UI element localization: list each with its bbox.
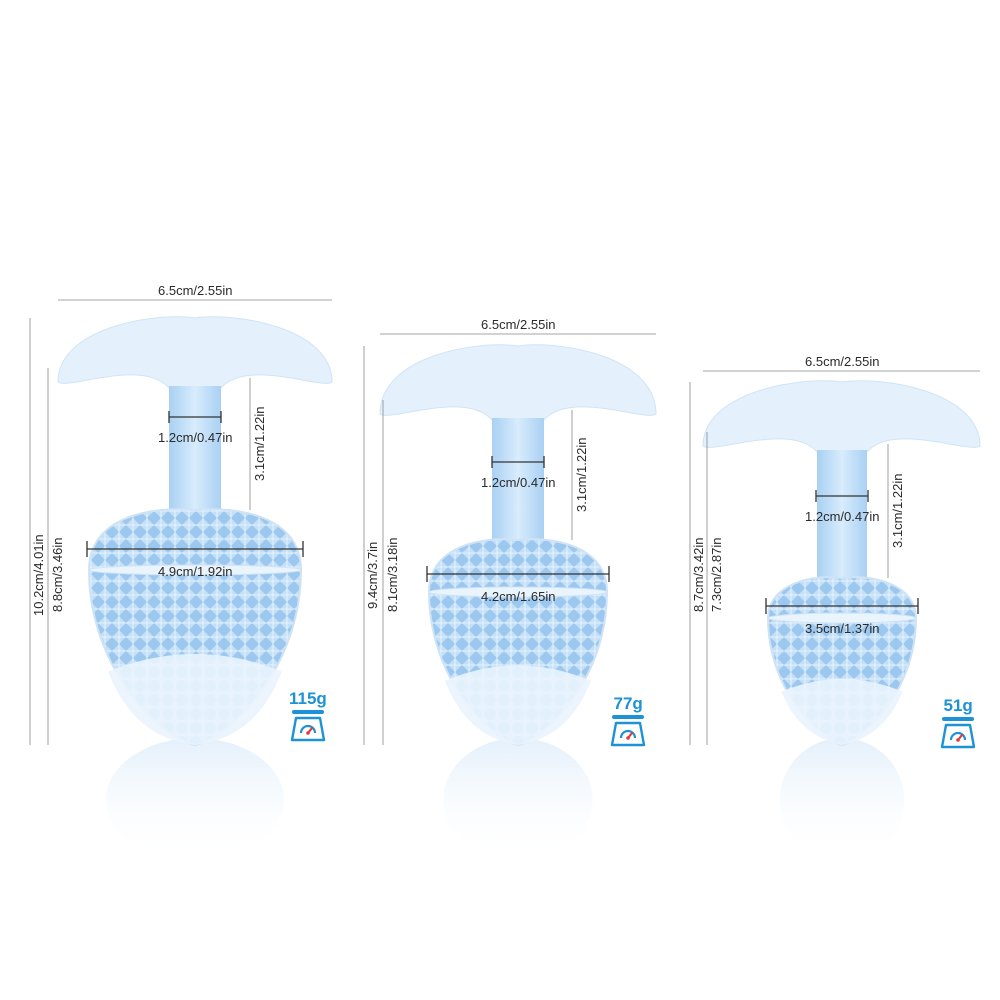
- product-small: [702, 380, 981, 862]
- clear-tip: [781, 678, 903, 745]
- total-length-label: 9.4cm/3.7in: [365, 541, 380, 609]
- neck-length-label: 3.1cm/1.22in: [890, 473, 905, 548]
- weight-label: 51g: [943, 696, 973, 715]
- insertable-length-label: 8.8cm/3.46in: [50, 537, 65, 612]
- insertable-length-label: 7.3cm/2.87in: [709, 537, 724, 612]
- neck-width-label: 1.2cm/0.47in: [158, 430, 233, 445]
- waist-ring: [428, 586, 608, 598]
- scale-icon: [610, 715, 646, 747]
- product-medium: [379, 344, 657, 862]
- reflection: [443, 738, 593, 862]
- base-head: [702, 380, 981, 453]
- neck-width-label: 1.2cm/0.47in: [805, 509, 880, 524]
- scale-icon: [940, 717, 976, 749]
- scale-icon: [290, 710, 326, 742]
- neck-length-label: 3.1cm/1.22in: [574, 437, 589, 512]
- neck: [169, 386, 221, 514]
- bulb-width-label: 4.9cm/1.92in: [158, 564, 233, 579]
- weight-label: 77g: [613, 694, 643, 713]
- total-length-label: 8.7cm/3.42in: [691, 537, 706, 612]
- head-width-label: 6.5cm/2.55in: [481, 317, 556, 332]
- weight-label: 115g: [289, 689, 327, 708]
- head-width-label: 6.5cm/2.55in: [158, 283, 233, 298]
- bulb-width-label: 4.2cm/1.65in: [481, 589, 556, 604]
- total-length-label: 10.2cm/4.01in: [31, 534, 46, 616]
- head-width-label: 6.5cm/2.55in: [805, 354, 880, 369]
- clear-tip: [445, 665, 591, 745]
- base-head: [379, 344, 657, 421]
- insertable-length-label: 8.1cm/3.18in: [385, 537, 400, 612]
- bulb-width-label: 3.5cm/1.37in: [805, 621, 880, 636]
- product-large: [57, 316, 333, 862]
- reflection: [779, 738, 905, 862]
- reflection: [105, 738, 285, 862]
- clear-tip: [108, 654, 282, 745]
- neck-length-label: 3.1cm/1.22in: [252, 406, 267, 481]
- waist-ring: [88, 564, 302, 576]
- waist-ring: [767, 612, 917, 624]
- base-head: [57, 316, 333, 389]
- neck: [492, 418, 544, 544]
- neck-width-label: 1.2cm/0.47in: [481, 475, 556, 490]
- neck: [817, 450, 867, 582]
